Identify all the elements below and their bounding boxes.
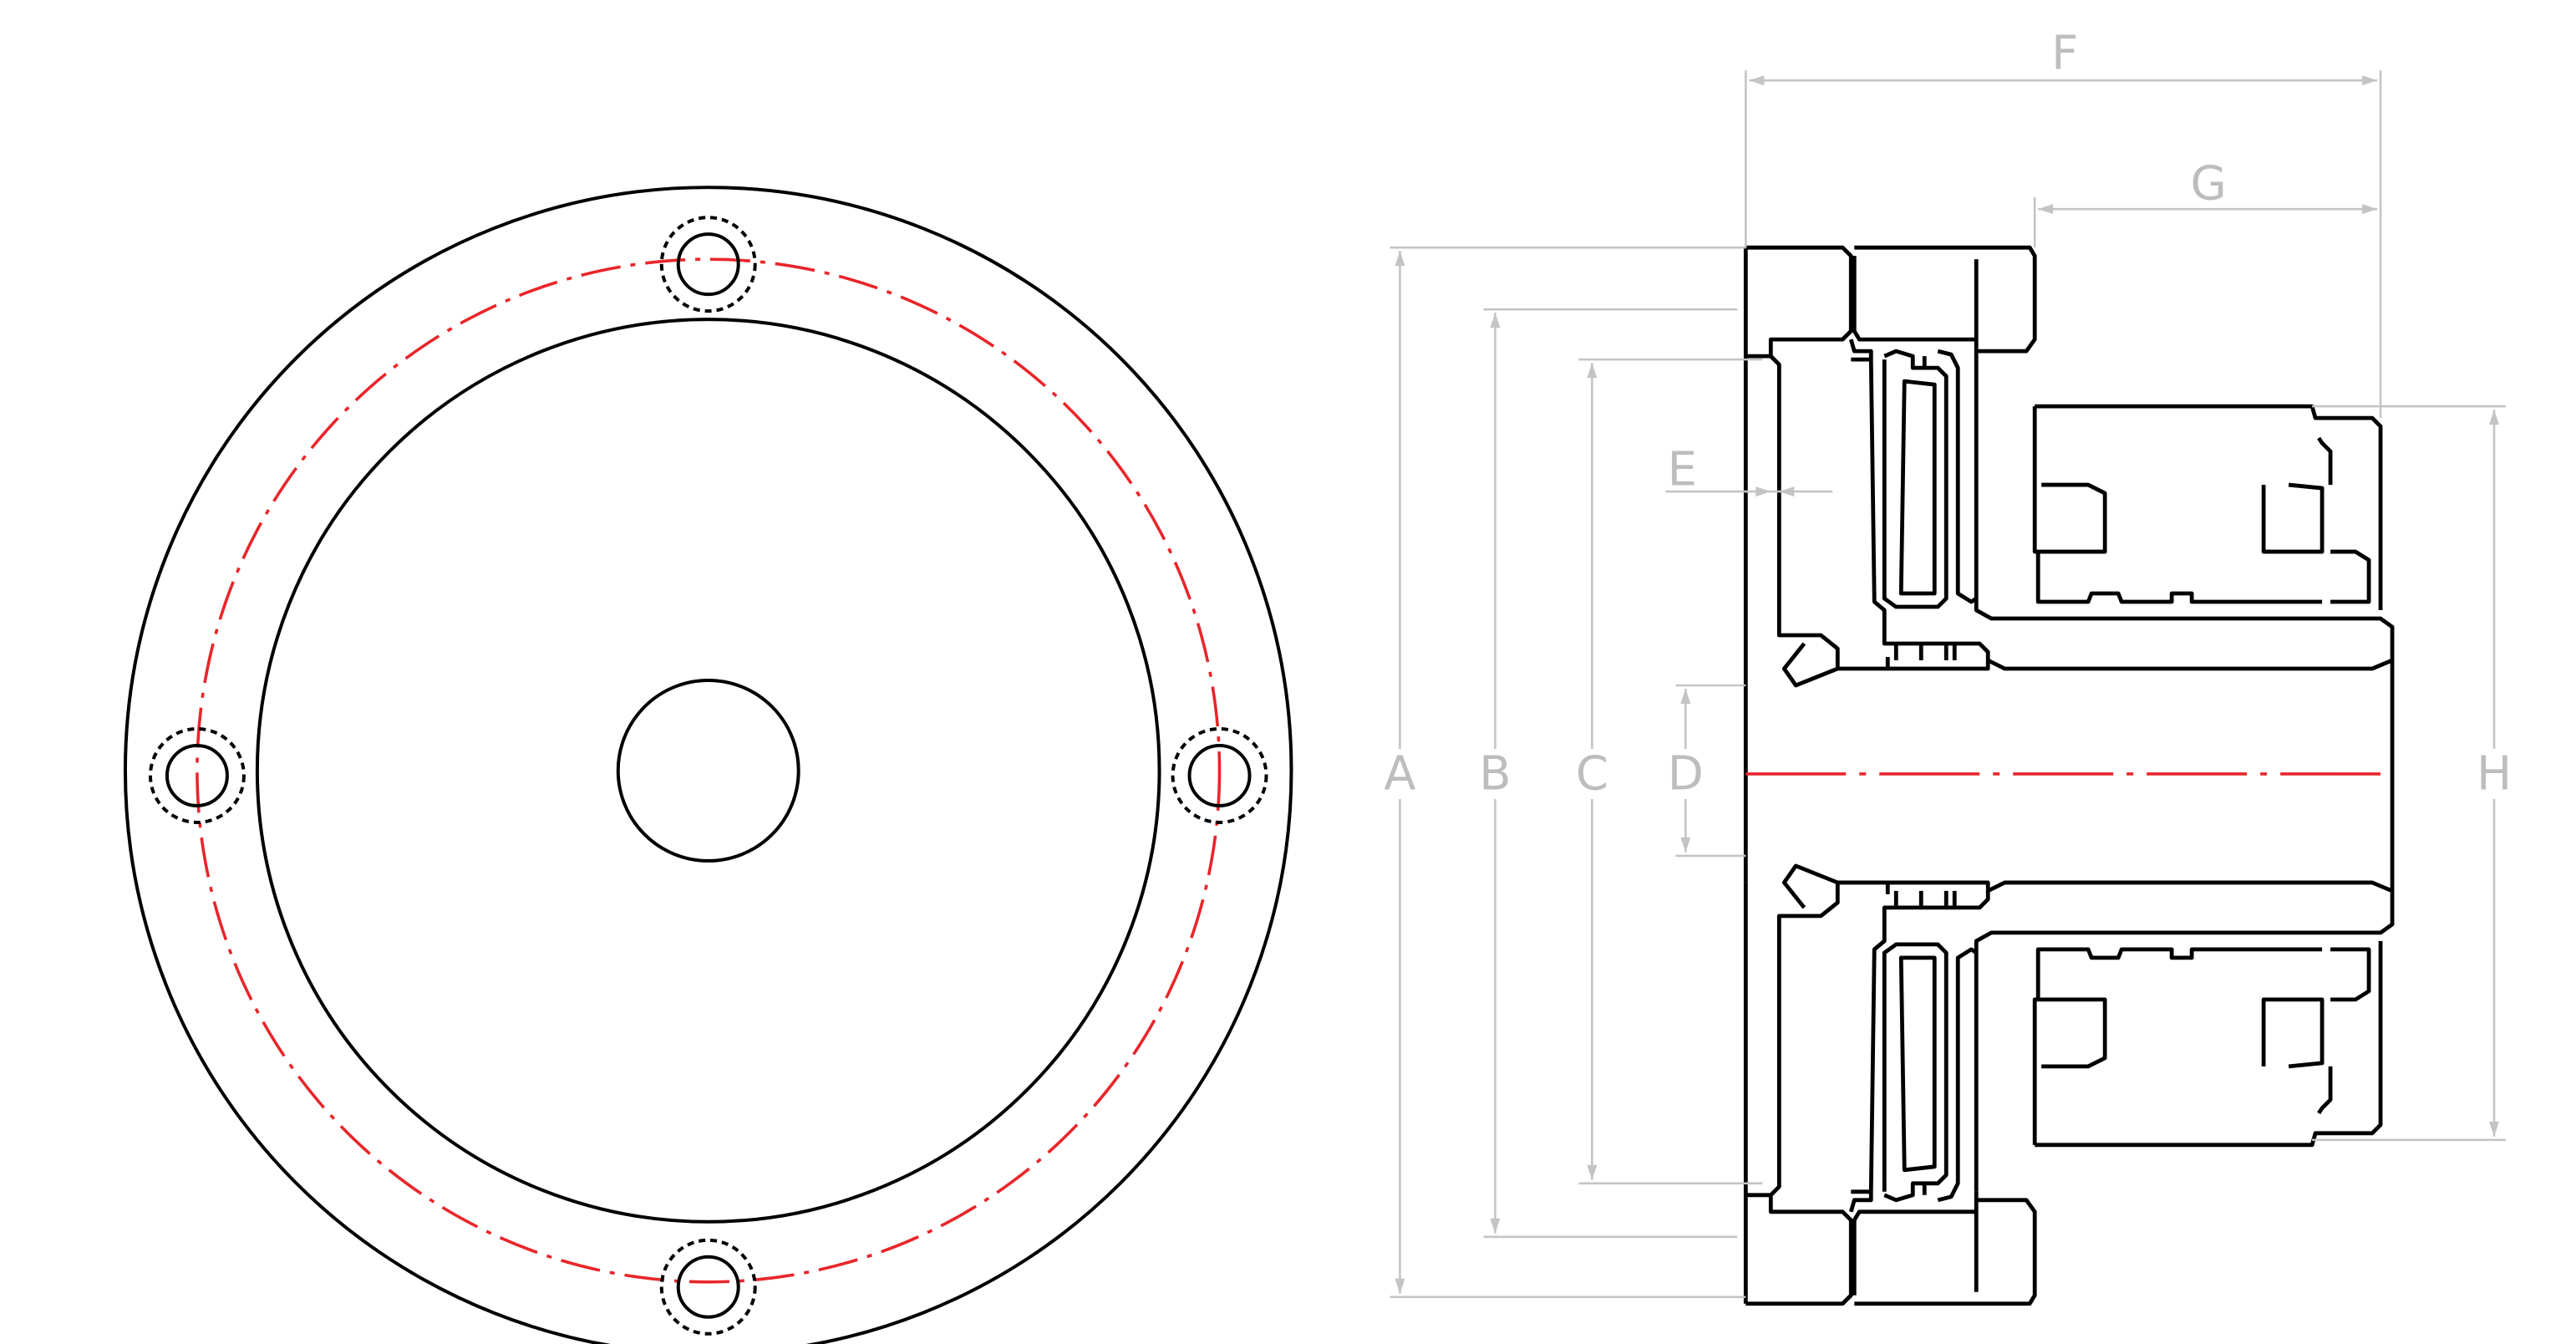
dimension-lines (1390, 70, 2507, 1299)
dim-label-f: F (2051, 27, 2078, 81)
center-bore-circle (616, 678, 800, 863)
dim-label-c: C (1576, 746, 1608, 801)
bolt-hole-right (1171, 726, 1268, 824)
flange-upper (1743, 245, 2395, 688)
dim-label-e: E (1668, 443, 1697, 497)
bolt-hole-bottom (659, 1238, 757, 1336)
dimension-labels: A B C D E F G H (1384, 27, 2512, 802)
bolt-hole-top (659, 216, 757, 313)
flange-lower (1743, 863, 2395, 1306)
dim-label-h: H (2477, 746, 2512, 801)
dim-label-b: B (1479, 746, 1511, 801)
dimension-arrows (1395, 75, 2500, 1294)
dim-label-g: G (2190, 157, 2226, 211)
side-view-section (1743, 245, 2395, 1306)
front-view (124, 186, 1293, 1344)
bolt-hole-left (148, 726, 246, 824)
inner-body-circle (255, 318, 1161, 1224)
bolt-circle-centerline (196, 257, 1222, 1284)
dim-label-d: D (1668, 746, 1704, 801)
outer-flange-circle (124, 186, 1293, 1344)
dim-label-a: A (1384, 746, 1415, 801)
